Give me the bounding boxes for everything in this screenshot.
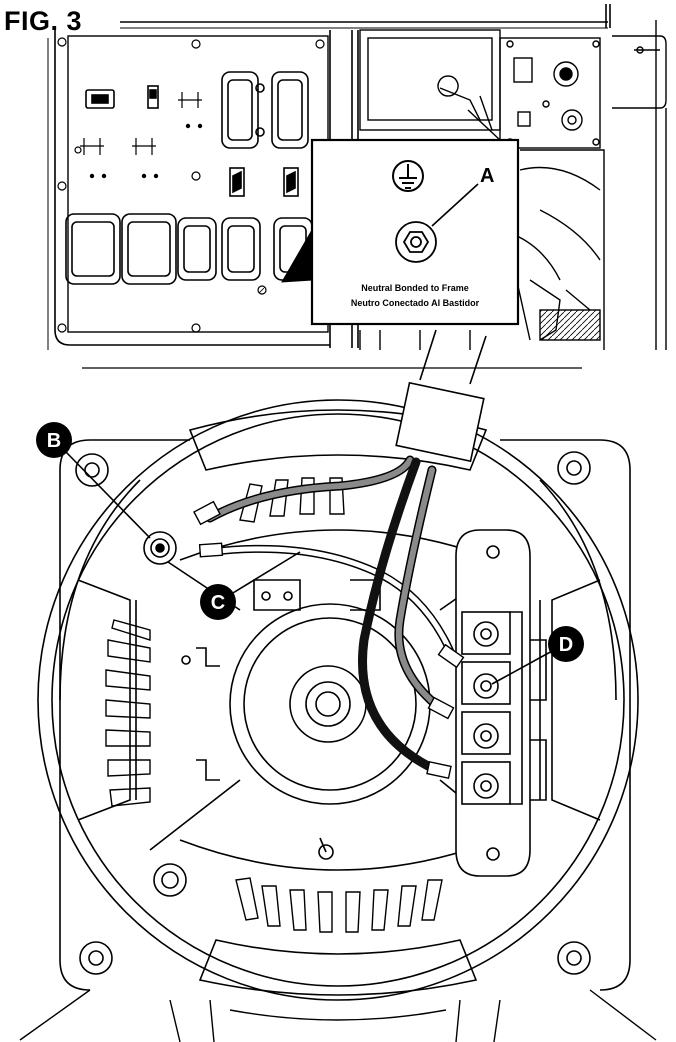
terminal-block [455,529,547,877]
housing-corner-bolts [75,451,591,975]
black-wire-terminal [358,457,441,775]
ground-symbol-icon [392,160,424,192]
caption-spanish: Neutro Conectado Al Bastidor [351,298,480,308]
panel-screws [57,37,325,333]
terminal-screws [473,621,499,799]
marker-d: D [491,626,584,685]
marker-c: C [200,551,301,620]
marker-c-label: C [211,592,225,614]
callout-pointer [281,228,313,283]
white-wire-neutral-bond [207,546,457,663]
neutral-bond-callout: A Neutral Bonded to Frame Neutro Conecta… [281,138,520,326]
figure-title: FIG. 3 [4,6,83,36]
marker-a-label: A [480,165,494,187]
wires [193,455,465,779]
wire-connector [395,329,487,463]
marker-d-label: D [559,634,573,656]
gray-wire-to-ground [207,457,413,521]
frame-ground-bolt [143,531,177,565]
alternator-view [37,399,639,1001]
neutral-bolt-icon [395,221,437,263]
callout-leader-line [431,183,479,227]
caption-english: Neutral Bonded to Frame [361,283,469,293]
stator-fins-bottom [235,877,443,933]
alternator-base [19,989,657,1042]
stator-fins-left [105,619,151,807]
gray-wire-terminal [395,467,443,711]
marker-b-label: B [47,430,61,452]
engine-compartment-view [359,20,667,350]
marker-b: B [36,422,151,539]
